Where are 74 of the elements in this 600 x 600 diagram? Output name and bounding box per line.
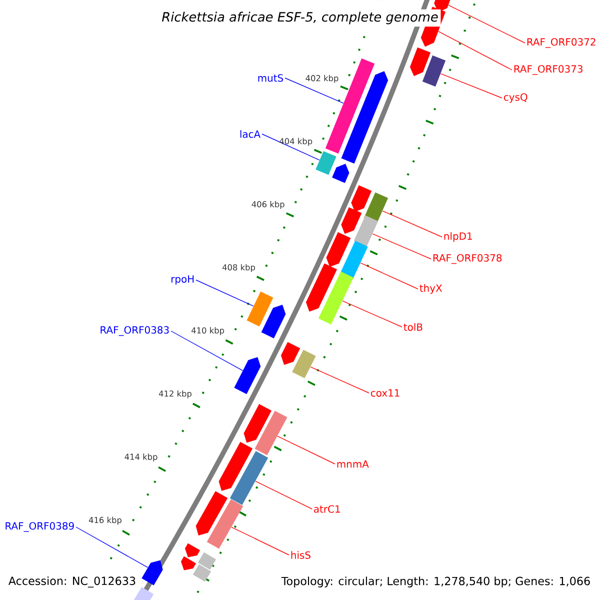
leader-line bbox=[196, 280, 254, 306]
gene-box bbox=[340, 240, 368, 280]
gene-label: nlpD1 bbox=[444, 232, 472, 242]
leader-line bbox=[255, 480, 312, 510]
gene-block bbox=[351, 185, 372, 212]
accession-text: Accession: NC_012633 bbox=[8, 576, 136, 588]
gene-block bbox=[180, 556, 196, 570]
gene-block bbox=[410, 47, 431, 76]
scale-label: 402 kbp bbox=[306, 74, 338, 83]
gene-block bbox=[261, 304, 286, 338]
leader-line bbox=[440, 73, 502, 98]
gene-box bbox=[364, 192, 388, 224]
gene-label: atrC1 bbox=[314, 505, 340, 513]
scale-label: 408 kbp bbox=[222, 264, 256, 272]
gene-label: RAF_ORF0383 bbox=[100, 326, 169, 336]
gene-label: thyX bbox=[420, 284, 442, 294]
gene-box bbox=[318, 272, 354, 324]
gene-label: tolB bbox=[404, 323, 422, 331]
gene-box bbox=[246, 292, 274, 326]
gene-label: RAF_ORF0373 bbox=[514, 65, 582, 75]
gene-label: hisS bbox=[291, 551, 310, 559]
genome-info-text: Topology: circular; Length: 1,278,540 bp; Genes: 1,066 bbox=[281, 576, 590, 588]
leader-line bbox=[310, 366, 370, 394]
gene-label: mutS bbox=[258, 74, 284, 82]
title: Rickettsia africae ESF-5, complete genome bbox=[159, 9, 441, 27]
gene-label: cox11 bbox=[370, 389, 400, 397]
gene-box bbox=[192, 564, 212, 582]
gene-box bbox=[206, 499, 244, 549]
gene-block bbox=[280, 342, 300, 365]
gene-box bbox=[292, 350, 316, 378]
leader-line bbox=[76, 526, 148, 568]
leader-line bbox=[438, 31, 512, 70]
gene-label: mnmA bbox=[337, 460, 369, 468]
gene-block bbox=[218, 442, 253, 491]
leader-line bbox=[170, 330, 244, 371]
gene-block bbox=[434, 0, 452, 12]
gene-block bbox=[196, 491, 228, 536]
gene-block bbox=[341, 207, 362, 234]
gene-label: rpoH bbox=[172, 275, 194, 285]
leader-line bbox=[342, 300, 402, 328]
gene-block bbox=[306, 263, 338, 312]
scale-label: 406 kbp bbox=[252, 200, 284, 209]
leader-line bbox=[382, 210, 442, 238]
gene-block bbox=[234, 357, 261, 394]
gene-block bbox=[142, 560, 163, 586]
gene-box bbox=[325, 58, 375, 154]
gene-box bbox=[230, 450, 268, 506]
scale-label: 414 kbp bbox=[124, 454, 158, 462]
gene-block bbox=[332, 164, 350, 184]
gene-block bbox=[326, 232, 351, 267]
leader-line bbox=[231, 526, 290, 556]
leader-line bbox=[448, 4, 526, 44]
gene-label: RAF_ORF0389 bbox=[6, 522, 74, 532]
gene-box bbox=[254, 410, 288, 456]
gene-label: cysQ bbox=[504, 93, 528, 103]
leader-line bbox=[284, 78, 344, 104]
gene-block bbox=[184, 543, 200, 558]
leader-line bbox=[372, 234, 432, 260]
scale-label: 410 kbp bbox=[192, 327, 224, 336]
gene-box bbox=[422, 55, 446, 87]
leader-line bbox=[360, 262, 418, 290]
leader-line bbox=[262, 134, 320, 160]
scale-label: 416 kbp bbox=[88, 516, 122, 525]
gene-label: RAF_ORF0378 bbox=[433, 254, 502, 264]
gene-box bbox=[354, 215, 378, 247]
gene-label: RAF_ORF0372 bbox=[527, 38, 596, 48]
scale-label: 404 kbp bbox=[280, 138, 312, 146]
scale-label: 412 kbp bbox=[158, 390, 192, 398]
gene-block bbox=[341, 71, 388, 164]
gene-block bbox=[244, 404, 272, 443]
gene-label: lacA bbox=[240, 130, 261, 138]
leader-line bbox=[277, 436, 336, 464]
gene-box bbox=[198, 552, 216, 570]
gene-box bbox=[316, 151, 336, 175]
